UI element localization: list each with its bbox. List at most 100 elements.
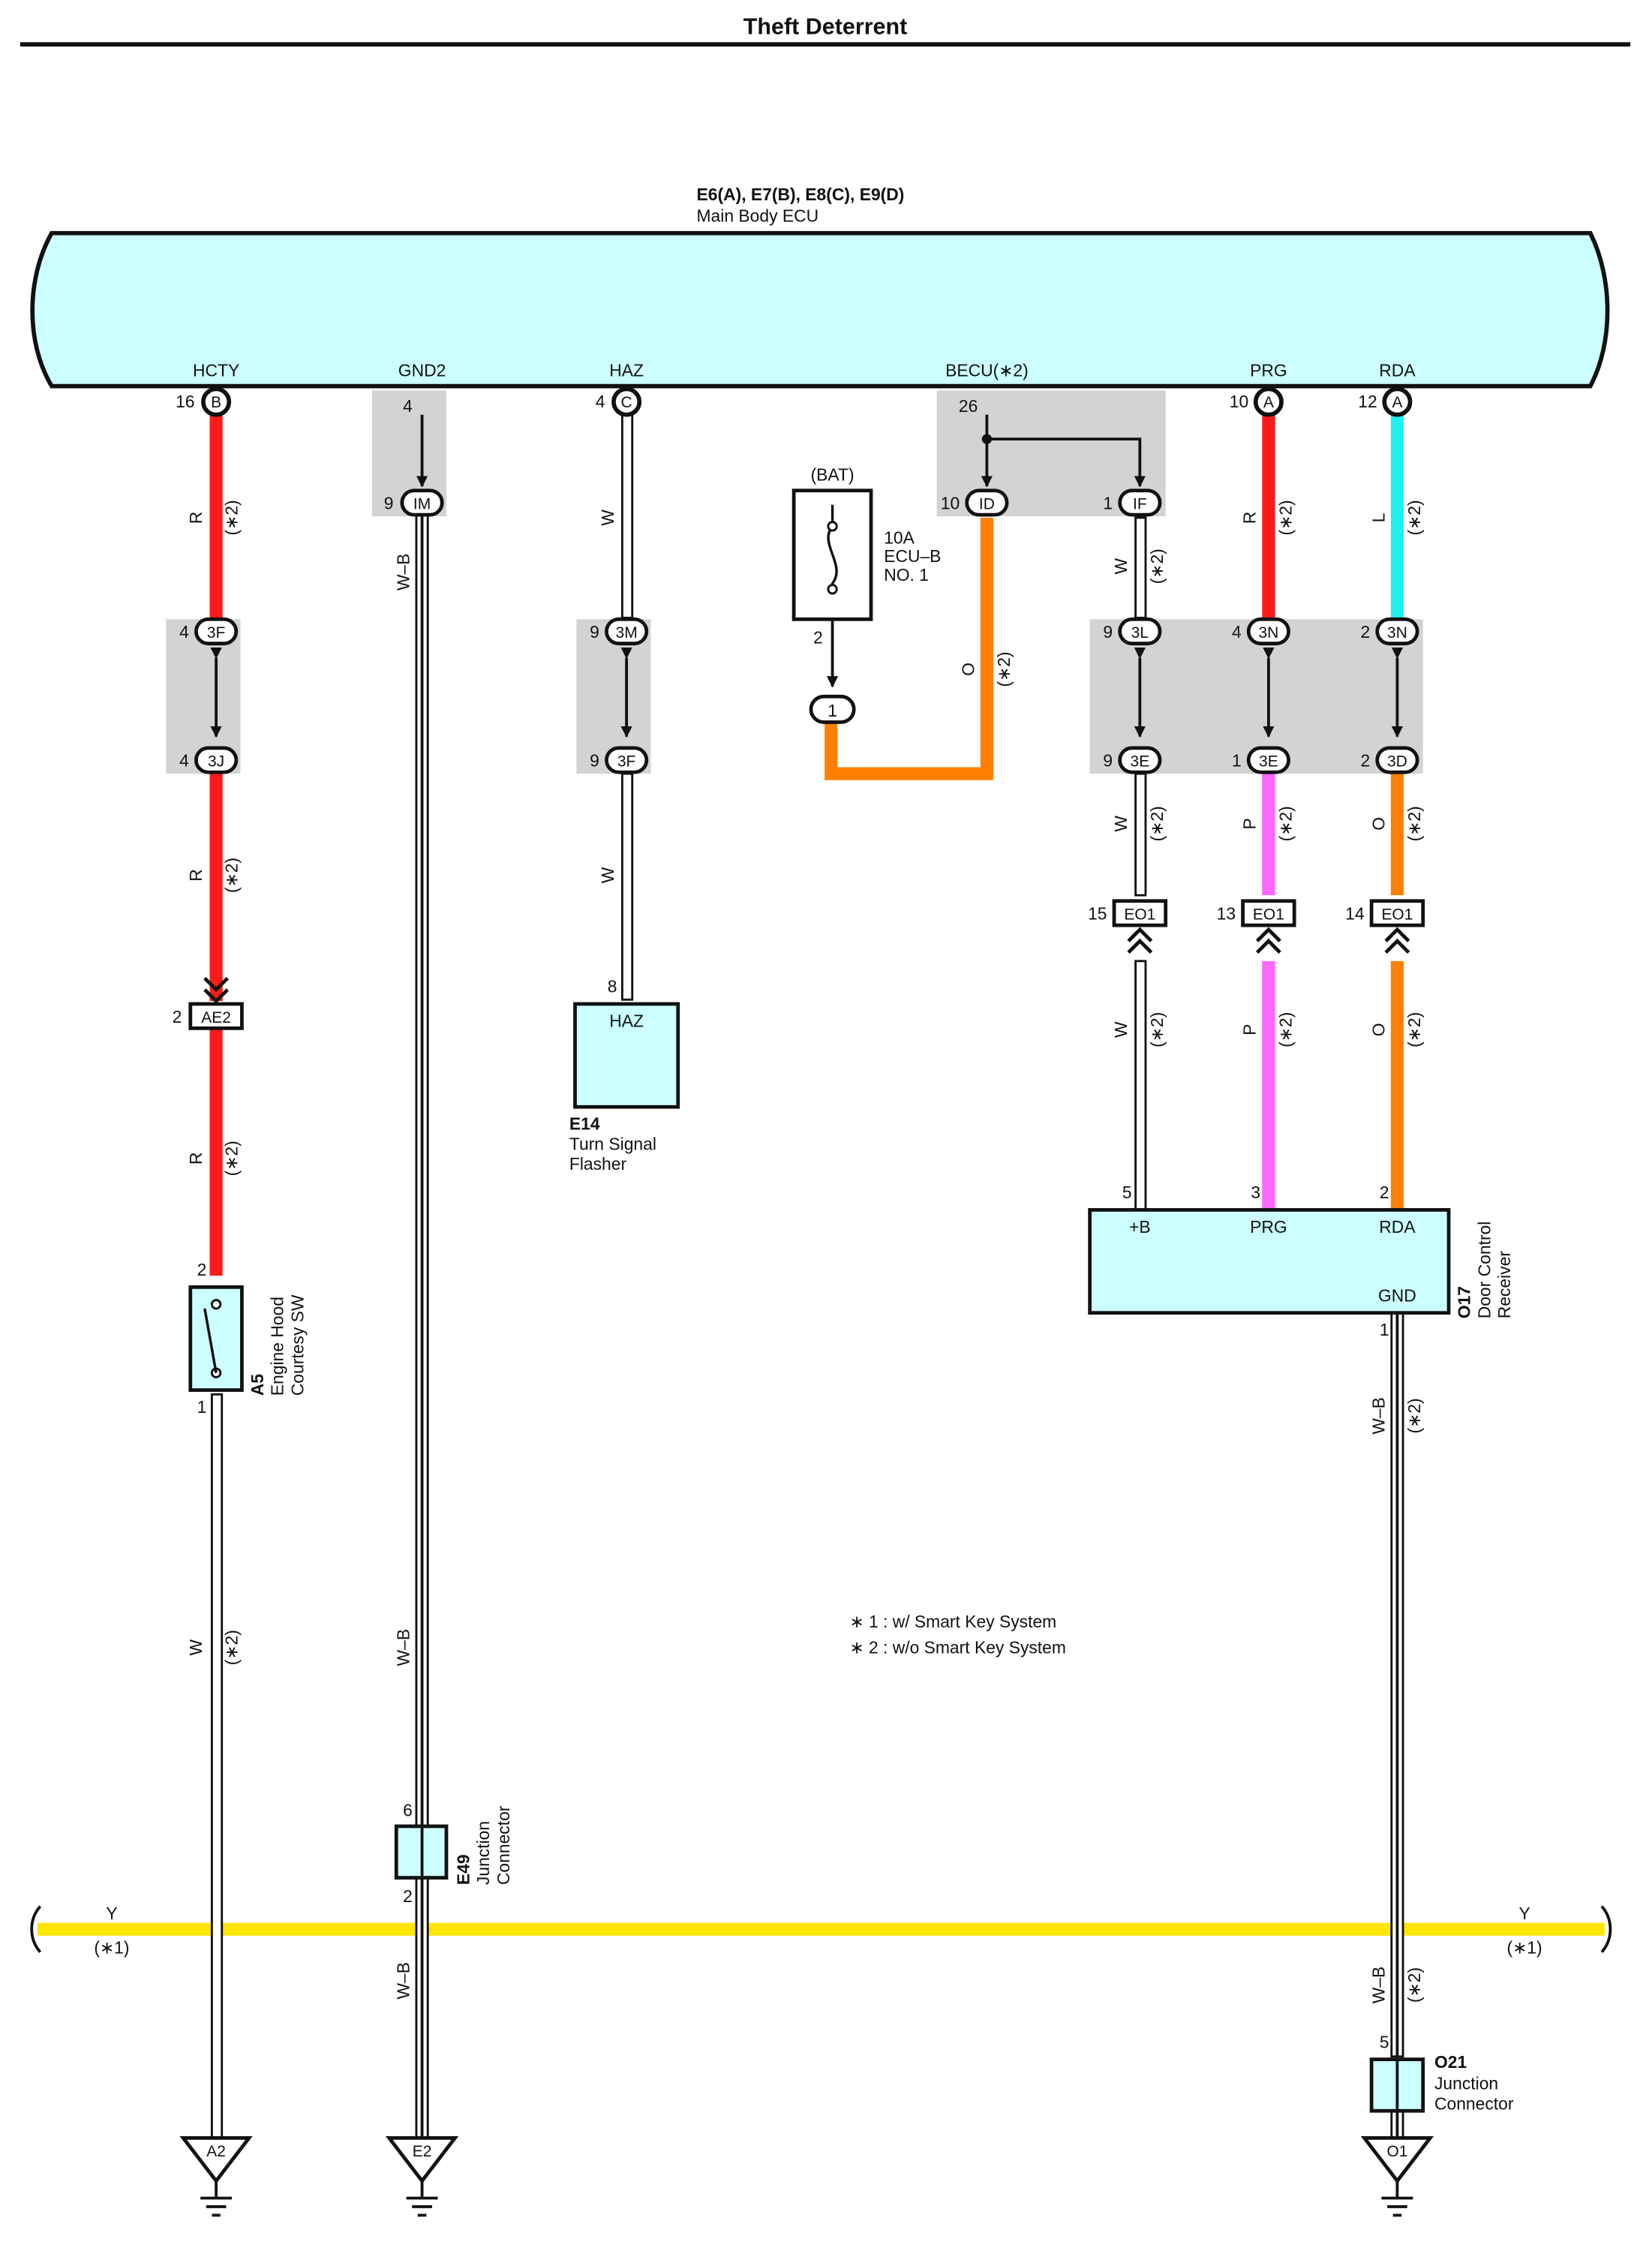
ecu-terminal-c: [611, 386, 642, 417]
svg-text:2: 2: [197, 1260, 207, 1279]
svg-text:6: 6: [403, 1801, 413, 1820]
engine-hood-courtesy-switch: 2 1 A5 Engine Hood Courtesy SW: [188, 1260, 307, 1417]
ground-icon: [385, 2136, 459, 2184]
svg-text:(∗2): (∗2): [1404, 500, 1424, 535]
svg-text:(∗2): (∗2): [1404, 1967, 1424, 2003]
wire-label-y-left: Y: [106, 1904, 117, 1923]
svg-text:W: W: [598, 867, 617, 883]
svg-text:9: 9: [590, 751, 599, 771]
connector-3d: 3D 2: [1361, 746, 1419, 774]
svg-text:Door Control: Door Control: [1474, 1222, 1494, 1319]
ecu-terminal-c-pin: 4: [596, 392, 605, 411]
connector-3e-w: 3E 9: [1103, 746, 1162, 774]
ecu-terminal-b-conn: B: [211, 394, 221, 411]
door-control-receiver: 5 3 2 +B PRG RDA GND 1 O17 Door Control …: [1088, 1183, 1514, 1339]
ground-icon: [179, 2136, 253, 2184]
svg-text:EO1: EO1: [1381, 906, 1413, 924]
connector-3e-prg: 3E 1: [1232, 746, 1290, 774]
svg-text:9: 9: [1103, 622, 1113, 642]
svg-text:Flasher: Flasher: [569, 1154, 627, 1174]
wire-note-right: (∗1): [1507, 1938, 1542, 1958]
ecu-terminal-c-conn: C: [621, 394, 632, 411]
connector-3m: 3M 9: [590, 617, 649, 646]
svg-text:4: 4: [1232, 622, 1242, 642]
ecu-pin-hcty: HCTY: [193, 360, 239, 380]
svg-text:R: R: [186, 1153, 206, 1165]
svg-text:Connector: Connector: [494, 1805, 513, 1885]
ecu-pin-becu: BECU(∗2): [945, 360, 1029, 380]
connector-eo1-w: EO1 15: [1088, 899, 1168, 954]
ecu-terminal-a-rda-conn: A: [1392, 394, 1402, 411]
svg-text:8: 8: [608, 977, 617, 996]
svg-text:3: 3: [1251, 1183, 1260, 1202]
turn-signal-flasher: 8 HAZ E14 Turn Signal Flasher: [569, 977, 680, 1174]
svg-text:IM: IM: [413, 496, 431, 513]
note-2: ∗ 2 : w/o Smart Key System: [849, 1637, 1065, 1657]
svg-text:W: W: [598, 509, 617, 526]
svg-text:E14: E14: [569, 1114, 600, 1134]
svg-text:(∗2): (∗2): [222, 1141, 242, 1176]
svg-text:IF: IF: [1133, 496, 1147, 513]
svg-text:R: R: [186, 869, 206, 882]
connector-ae2: AE2 2: [173, 977, 244, 1030]
svg-text:2: 2: [403, 1886, 413, 1906]
svg-text:13: 13: [1217, 904, 1236, 924]
ecu-terminal-a-prg: [1253, 386, 1284, 417]
svg-text:AE2: AE2: [201, 1009, 231, 1026]
svg-text:W–B: W–B: [393, 1962, 413, 2000]
svg-text:2: 2: [1361, 751, 1371, 771]
rda-circuit: A 12: [1358, 386, 1413, 1210]
connector-3f-top: 3F 4: [179, 617, 239, 646]
svg-text:Junction: Junction: [1434, 2074, 1498, 2093]
svg-text:R: R: [186, 512, 206, 524]
wire-labels: R (∗2) R (∗2) R (∗2) W (∗2) W–B W–B W–B …: [186, 500, 1424, 2003]
svg-text:(∗2): (∗2): [1275, 500, 1295, 535]
svg-text:W: W: [1111, 816, 1131, 832]
svg-text:O21: O21: [1434, 2052, 1467, 2072]
svg-text:W–B: W–B: [1368, 1397, 1388, 1435]
svg-text:3E: 3E: [1259, 753, 1278, 771]
svg-text:RDA: RDA: [1379, 1217, 1416, 1237]
svg-text:4: 4: [179, 751, 189, 771]
svg-text:2: 2: [1380, 1183, 1389, 1202]
fuse-rating: 10A: [884, 527, 915, 547]
svg-text:5: 5: [1380, 2032, 1389, 2051]
becu-circuit: 26: [824, 396, 1147, 1211]
connector-3n-rda: 3N 2: [1361, 617, 1419, 646]
connector-3n-prg: 3N 4: [1232, 617, 1290, 646]
svg-text:(∗2): (∗2): [1404, 1398, 1424, 1433]
svg-text:W: W: [1111, 1021, 1131, 1038]
svg-text:Courtesy SW: Courtesy SW: [287, 1294, 307, 1396]
connector-eo1-rda: EO1 14: [1345, 899, 1425, 954]
svg-text:W: W: [186, 1639, 206, 1655]
svg-text:2: 2: [173, 1007, 182, 1026]
svg-text:A2: A2: [206, 2143, 226, 2160]
gnd2-pin: 4: [403, 396, 413, 416]
svg-text:O1: O1: [1386, 2143, 1407, 2160]
svg-text:PRG: PRG: [1250, 1217, 1287, 1237]
svg-text:(∗2): (∗2): [1404, 806, 1424, 841]
connector-eo1-prg: EO1 13: [1217, 899, 1296, 954]
svg-text:3N: 3N: [1258, 624, 1278, 642]
svg-text:O: O: [958, 663, 978, 676]
svg-text:E2: E2: [413, 2143, 432, 2160]
becu-pin: 26: [959, 396, 978, 416]
svg-text:2: 2: [1361, 622, 1371, 642]
svg-text:3E: 3E: [1131, 753, 1150, 771]
svg-text:W–B: W–B: [1368, 1967, 1388, 2004]
ecu-id-line: E6(A), E7(B), E8(C), E9(D): [697, 185, 905, 204]
ground-e2: E2: [385, 2136, 459, 2217]
connector-3j: 3J 4: [179, 746, 239, 774]
svg-text:(∗2): (∗2): [1147, 548, 1167, 584]
page-title: Theft Deterrent: [743, 14, 907, 40]
svg-text:(∗2): (∗2): [1404, 1012, 1424, 1047]
svg-text:Engine Hood: Engine Hood: [268, 1297, 287, 1396]
svg-text:3M: 3M: [616, 624, 638, 642]
svg-text:EO1: EO1: [1124, 906, 1155, 924]
svg-text:9: 9: [1103, 751, 1113, 771]
svg-text:(∗2): (∗2): [222, 500, 242, 535]
wire-note-left: (∗1): [94, 1938, 129, 1958]
wire-label-y-right: Y: [1518, 1904, 1530, 1923]
ecu-pin-gnd2: GND2: [398, 360, 446, 380]
